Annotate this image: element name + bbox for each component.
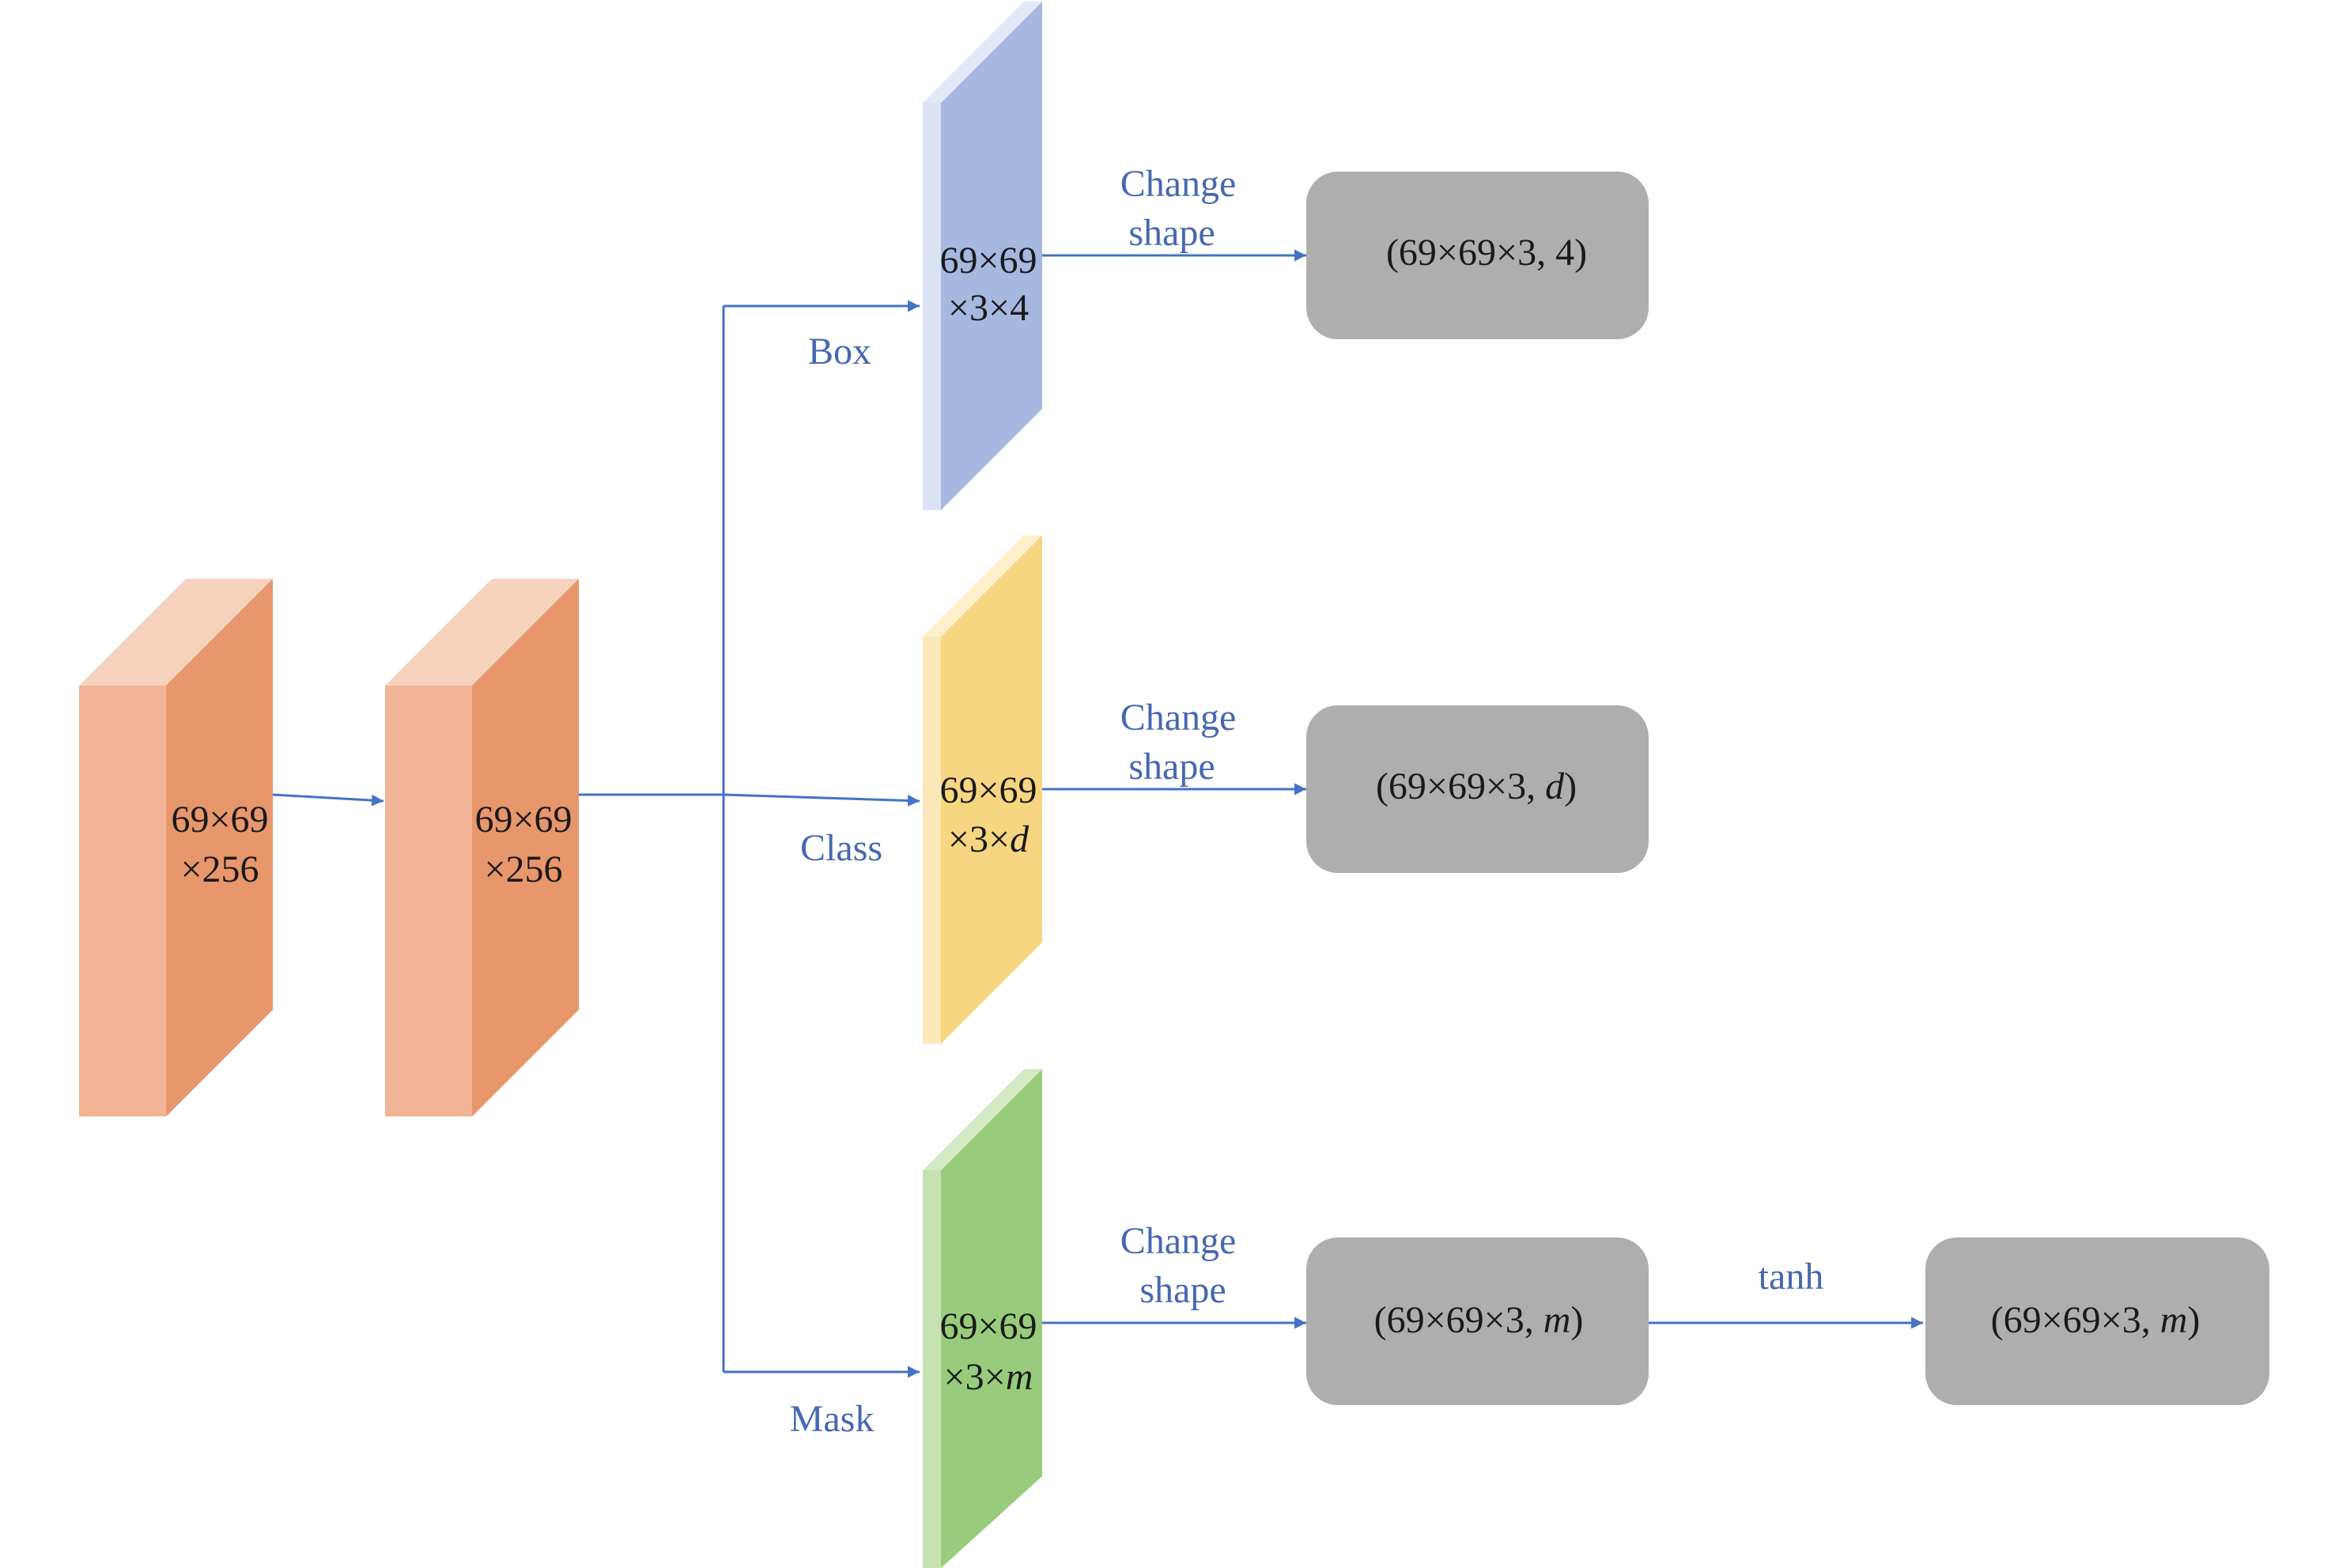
- box-tensor-top: [923, 2, 1042, 103]
- box-tensor-dim-line1: 69×69: [939, 240, 1037, 281]
- input-tensor-1-top: [79, 579, 273, 686]
- mask-tensor-dim-line2: ×3×m: [944, 1356, 1033, 1398]
- tanh-output: (69×69×3, m): [1925, 1237, 2269, 1405]
- mask-tensor: 69×69 ×3×m: [923, 1069, 1042, 1568]
- box-tensor-front: [923, 103, 941, 510]
- class-change-shape-label-line1: Change: [1120, 697, 1237, 739]
- mask-output-label: (69×69×3, m): [1374, 1299, 1584, 1341]
- class-tensor-dim-line2: ×3×d: [948, 818, 1030, 860]
- class-change-shape-label-line2: shape: [1128, 746, 1215, 788]
- class-tensor-top: [923, 535, 1042, 637]
- class-output-label: (69×69×3, d): [1376, 765, 1577, 807]
- mask-tensor-top: [923, 1069, 1042, 1170]
- input-tensor-1-dim-line2: ×256: [180, 848, 259, 890]
- box-tensor-side: [941, 2, 1042, 510]
- class-output: (69×69×3, d): [1306, 705, 1649, 873]
- input-tensor-2: 69×69 ×256: [385, 579, 579, 1116]
- input-tensor-1: 69×69 ×256: [79, 579, 273, 1116]
- input-tensor-1-front: [79, 686, 166, 1116]
- mask-output: (69×69×3, m): [1306, 1237, 1649, 1405]
- mask-tensor-side: [941, 1069, 1042, 1568]
- class-tensor: 69×69 ×3×d: [923, 535, 1042, 1044]
- box-tensor-dim-line2: ×3×4: [948, 287, 1029, 329]
- class-tensor-dim-line1: 69×69: [939, 769, 1037, 811]
- input-tensor-2-dim-line1: 69×69: [474, 799, 572, 841]
- change-shape-arrows: [1042, 249, 1306, 1329]
- mask-change-shape-label-line2: shape: [1139, 1269, 1226, 1311]
- branch-label-class: Class: [800, 827, 882, 869]
- class-tensor-front: [923, 637, 941, 1044]
- input-tensor-2-side: [472, 579, 579, 1116]
- box-output-label: (69×69×3, 4): [1386, 232, 1587, 274]
- box-tensor: 69×69 ×3×4: [923, 2, 1042, 510]
- mask-tensor-dim-line1: 69×69: [939, 1305, 1037, 1347]
- branch-connectors: [579, 300, 920, 1378]
- arrow-input1-to-input2: [272, 793, 384, 807]
- mask-tensor-front: [923, 1170, 941, 1568]
- input-tensor-2-dim-line2: ×256: [484, 848, 562, 890]
- box-change-shape-label-line1: Change: [1120, 163, 1237, 205]
- input-tensor-2-top: [385, 579, 579, 686]
- mask-change-shape-label-line1: Change: [1120, 1220, 1237, 1262]
- input-tensor-1-dim-line1: 69×69: [171, 799, 268, 841]
- input-tensor-2-front: [385, 686, 472, 1116]
- branch-label-box: Box: [808, 331, 871, 372]
- class-tensor-side: [941, 535, 1042, 1044]
- branch-label-mask: Mask: [790, 1398, 875, 1440]
- box-change-shape-label-line2: shape: [1128, 212, 1215, 254]
- tanh-label: tanh: [1759, 1256, 1824, 1298]
- tanh-output-rect: [1925, 1237, 2269, 1405]
- arrow-to-class-tensor: [723, 793, 920, 807]
- box-output-rect: [1306, 172, 1649, 339]
- input-tensor-1-side: [166, 579, 273, 1116]
- class-output-rect: [1306, 705, 1649, 873]
- box-output: (69×69×3, 4): [1306, 172, 1649, 339]
- tanh-output-label: (69×69×3, m): [1991, 1299, 2201, 1341]
- mask-output-rect: [1306, 1237, 1649, 1405]
